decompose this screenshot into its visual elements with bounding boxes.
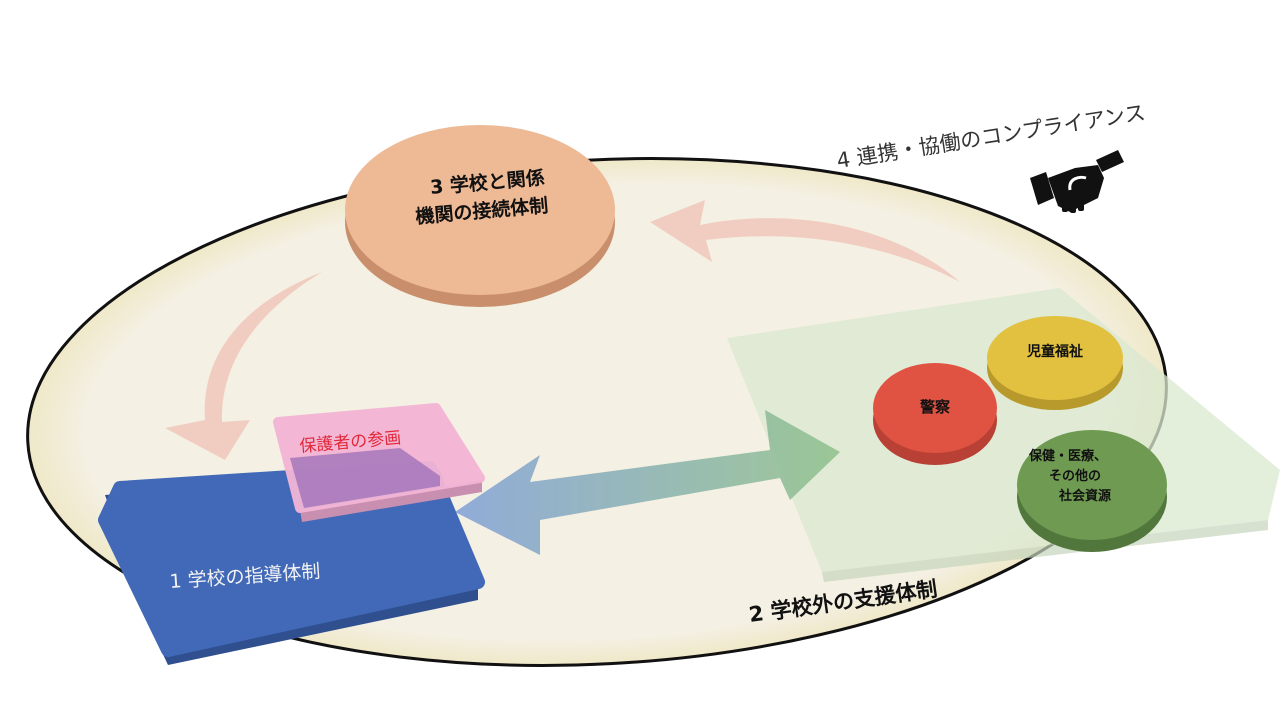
connection-disk: [345, 125, 615, 295]
overlap-region: [290, 448, 440, 508]
health-label-1: 保健・医療、: [1028, 448, 1107, 464]
plate-edge: [822, 520, 1268, 582]
health-label-3: 社会資源: [1058, 488, 1111, 504]
handshake-icon: [1030, 150, 1124, 213]
police-disk: [873, 363, 997, 453]
child-welfare-label: 児童福祉: [1026, 343, 1083, 360]
exchange-arrow: [455, 410, 840, 555]
health-disk: [1017, 430, 1167, 540]
child-welfare-disk: [987, 316, 1123, 400]
police-label: 警察: [919, 398, 951, 416]
health-label-2: その他の: [1049, 468, 1101, 484]
curved-arrow-left: [165, 272, 322, 460]
parent-block-side: [300, 480, 482, 522]
